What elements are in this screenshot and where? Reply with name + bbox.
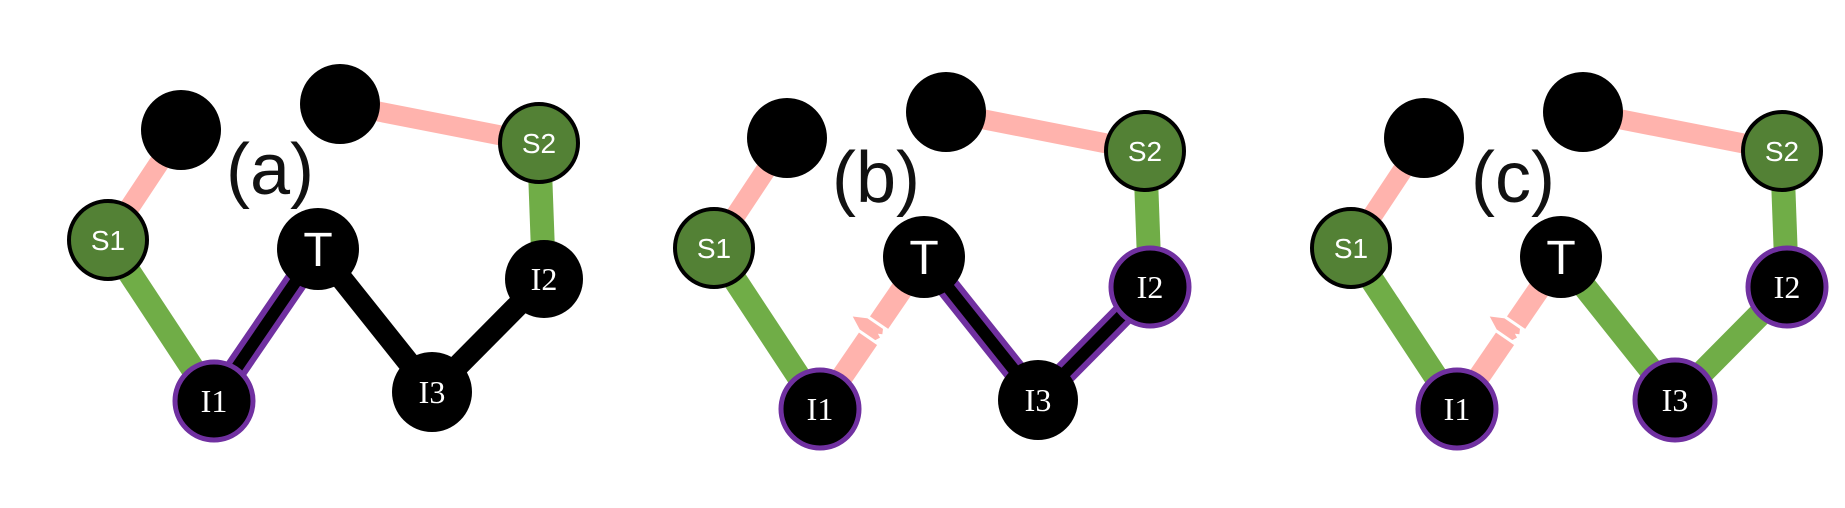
node-circle bbox=[906, 72, 986, 152]
node-i2: I2 bbox=[1108, 245, 1192, 329]
node-label: I1 bbox=[1444, 391, 1471, 427]
node-label: S2 bbox=[1765, 136, 1799, 167]
node-circle bbox=[1741, 110, 1823, 192]
node-s1: S1 bbox=[673, 207, 755, 289]
node-i3: I3 bbox=[392, 352, 472, 432]
node-s1: S1 bbox=[1310, 207, 1392, 289]
node-label: S2 bbox=[1128, 136, 1162, 167]
node-circle bbox=[1632, 357, 1718, 443]
node-i1: I1 bbox=[778, 367, 862, 451]
node-s2: S2 bbox=[498, 102, 580, 184]
node-label: I3 bbox=[1025, 382, 1052, 418]
node-circle bbox=[172, 359, 256, 443]
node-i1: I1 bbox=[172, 359, 256, 443]
node-label: S1 bbox=[91, 225, 125, 256]
node-circle bbox=[883, 216, 965, 298]
node-i3: I3 bbox=[998, 360, 1078, 440]
break-mark bbox=[858, 329, 880, 346]
node-label: T bbox=[909, 232, 938, 285]
node-label: I3 bbox=[419, 374, 446, 410]
break-mark bbox=[1495, 329, 1517, 346]
node-label: I3 bbox=[1662, 382, 1689, 418]
node-label: I2 bbox=[1137, 269, 1164, 305]
node-s2: S2 bbox=[1104, 110, 1186, 192]
node-circle bbox=[1415, 367, 1499, 451]
node-u2 bbox=[1543, 72, 1623, 152]
panel-label: (c) bbox=[1471, 138, 1555, 218]
node-label: S1 bbox=[1334, 233, 1368, 264]
break-mark bbox=[1504, 315, 1526, 332]
node-t: T bbox=[277, 208, 359, 290]
node-circle bbox=[1108, 245, 1192, 329]
panel-label: (b) bbox=[832, 138, 920, 218]
break-mark bbox=[867, 315, 889, 332]
broken-link-zigzag bbox=[852, 316, 885, 345]
node-s1: S1 bbox=[67, 199, 149, 281]
node-i2: I2 bbox=[1745, 245, 1829, 329]
node-circle bbox=[1543, 72, 1623, 152]
node-i3: I3 bbox=[1632, 357, 1718, 443]
node-label: I1 bbox=[201, 383, 228, 419]
node-i2: I2 bbox=[505, 240, 583, 318]
node-circle bbox=[1104, 110, 1186, 192]
node-circle bbox=[277, 208, 359, 290]
node-circle bbox=[505, 240, 583, 318]
node-circle bbox=[998, 360, 1078, 440]
node-circle bbox=[300, 64, 380, 144]
node-label: I1 bbox=[807, 391, 834, 427]
node-circle bbox=[141, 90, 221, 170]
node-label: I2 bbox=[1774, 269, 1801, 305]
node-t: T bbox=[1520, 216, 1602, 298]
broken-link-zigzag bbox=[1489, 316, 1522, 345]
node-label: S2 bbox=[522, 128, 556, 159]
node-label: S1 bbox=[697, 233, 731, 264]
node-label: T bbox=[303, 224, 332, 277]
node-circle bbox=[1745, 245, 1829, 329]
node-label: T bbox=[1546, 232, 1575, 285]
node-circle bbox=[392, 352, 472, 432]
node-i1: I1 bbox=[1415, 367, 1499, 451]
node-t: T bbox=[883, 216, 965, 298]
node-circle bbox=[67, 199, 149, 281]
node-circle bbox=[673, 207, 755, 289]
node-u1 bbox=[747, 98, 827, 178]
node-u2 bbox=[906, 72, 986, 152]
node-label: I2 bbox=[531, 261, 558, 297]
node-u1 bbox=[1384, 98, 1464, 178]
node-s2: S2 bbox=[1741, 110, 1823, 192]
node-circle bbox=[1384, 98, 1464, 178]
node-circle bbox=[1520, 216, 1602, 298]
node-u2 bbox=[300, 64, 380, 144]
node-circle bbox=[778, 367, 862, 451]
node-circle bbox=[1310, 207, 1392, 289]
panel-label: (a) bbox=[226, 130, 314, 210]
node-u1 bbox=[141, 90, 221, 170]
node-circle bbox=[747, 98, 827, 178]
node-circle bbox=[498, 102, 580, 184]
